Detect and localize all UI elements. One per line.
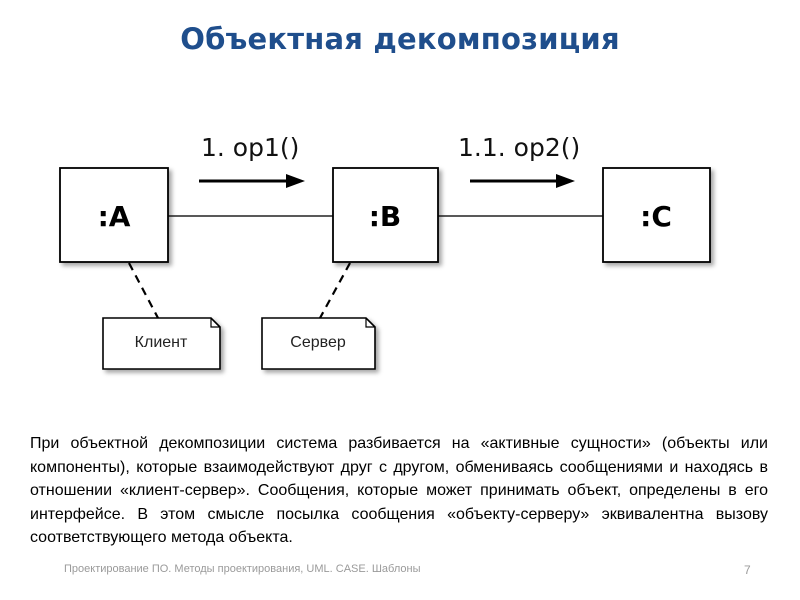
object-a: :A (59, 167, 169, 263)
message-op1-arrow (199, 174, 305, 188)
footer-text: Проектирование ПО. Методы проектирования… (64, 563, 421, 575)
note-anchor-server (319, 262, 351, 319)
message-op1-label: 1. op1() (201, 133, 299, 162)
object-b: :B (332, 167, 439, 263)
note-anchor-client (128, 262, 159, 319)
note-client-label: Клиент (135, 334, 188, 351)
note-client: Клиент (102, 317, 221, 370)
object-c-label: :C (640, 200, 672, 233)
object-b-label: :B (369, 200, 402, 233)
object-diagram: :A :B :C 1. op1() 1.1. op2() Клиент Серв… (59, 133, 711, 370)
slide-title: Объектная декомпозиция (180, 22, 620, 56)
object-a-label: :A (98, 200, 131, 233)
note-server: Сервер (261, 317, 376, 370)
message-op2-label: 1.1. op2() (458, 133, 580, 162)
page-number: 7 (744, 563, 751, 577)
object-c: :C (602, 167, 711, 263)
message-op2-arrow (470, 174, 575, 188)
note-server-label: Сервер (290, 334, 346, 351)
description-text: При объектной декомпозиции система разби… (30, 435, 768, 546)
